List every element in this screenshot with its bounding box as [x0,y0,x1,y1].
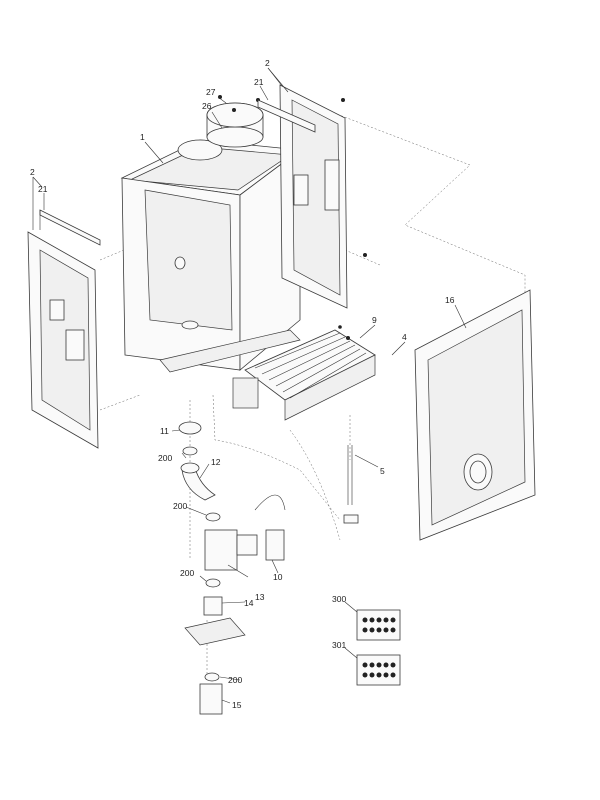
seal-strip-left [39,209,101,246]
flue-opening [177,139,223,161]
seal-200-b [205,512,221,522]
label-16: 16 [445,295,455,305]
label-26: 26 [202,101,212,111]
pack-300-screws [362,617,396,633]
panel-cutout [49,299,65,321]
right-side-panel [257,84,367,309]
label-15: 15 [232,700,242,710]
label-21-right: 21 [254,77,264,87]
callout-labels: 2 21 27 26 1 2 21 16 9 4 5 11 200 12 200… [30,58,455,710]
left-side-panel [27,209,101,449]
label-11: 11 [160,426,169,436]
part-14 [203,596,223,616]
label-5: 5 [380,466,385,476]
label-14: 14 [244,598,254,608]
burner-bars [254,332,367,399]
pack-301 [356,654,401,686]
label-9: 9 [372,315,377,325]
flue-fan-assembly [206,95,264,148]
pack-300 [356,609,401,641]
part-11 [178,421,202,435]
pump-13 [204,529,238,571]
label-1: 1 [140,132,145,142]
label-200-b: 200 [173,501,187,511]
part-15 [199,683,223,715]
hose [254,494,286,511]
seal-200-d [204,672,220,682]
part-10 [265,529,285,561]
burner-assembly [232,325,376,421]
pipe-12 [181,467,216,501]
seal-strip-right [257,99,316,133]
label-10: 10 [273,572,283,582]
electrode [343,445,359,524]
label-300: 300 [332,594,346,604]
main-casing [120,139,302,373]
label-200-d: 200 [228,675,242,685]
label-13: 13 [255,592,265,602]
label-4: 4 [402,332,407,342]
front-panel [414,289,536,541]
seal-200-a [182,446,198,456]
label-200-c: 200 [180,568,194,578]
seal-200-c [205,578,221,588]
label-27: 27 [206,87,216,97]
leader-lines [32,67,467,704]
label-2-right: 2 [265,58,270,68]
label-21-left: 21 [38,184,48,194]
flow-components [178,421,286,715]
label-2-left: 2 [30,167,35,177]
pack-301-screws [362,662,396,678]
label-301: 301 [332,640,346,650]
label-12: 12 [211,457,221,467]
label-200-a: 200 [158,453,172,463]
